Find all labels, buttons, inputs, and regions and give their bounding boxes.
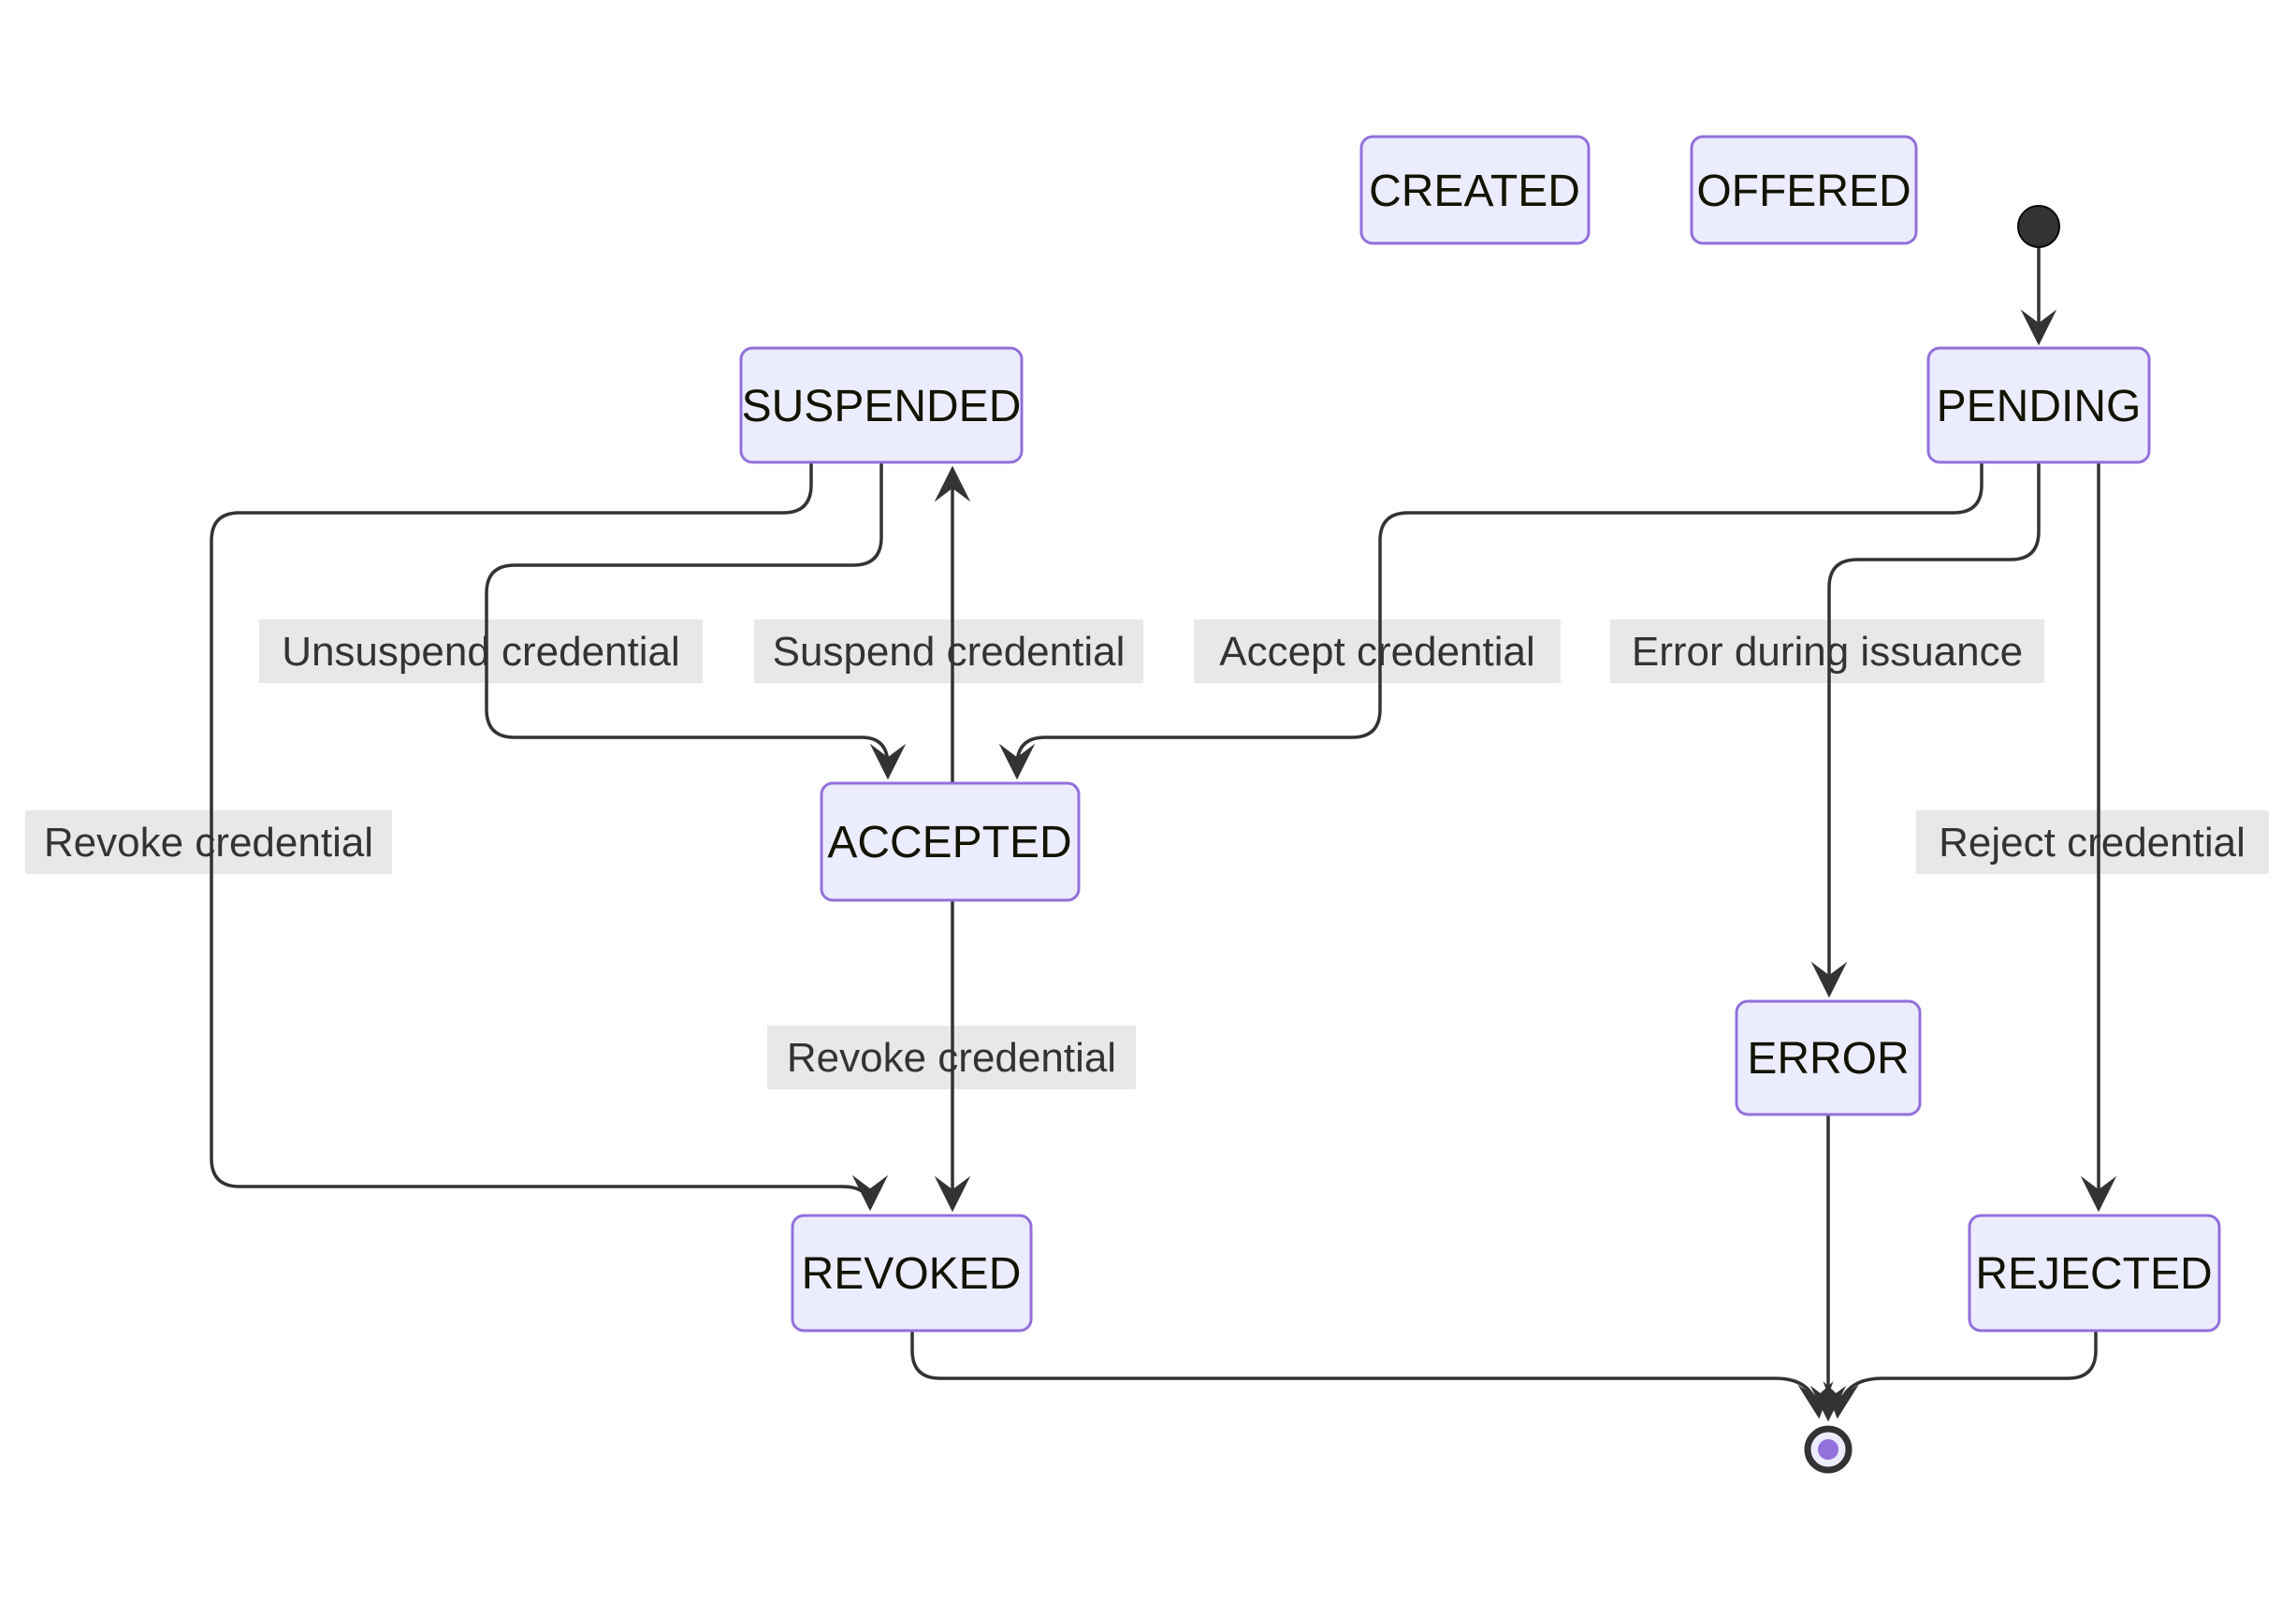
state-revoked-label: REVOKED (802, 1249, 1022, 1299)
state-suspended: SUSPENDED (739, 346, 1024, 464)
state-rejected: REJECTED (1968, 1214, 2221, 1333)
state-offered-box (1690, 135, 1918, 245)
state-created: CREATED (1359, 135, 1591, 245)
state-pending: PENDING (1926, 346, 2151, 464)
edge-label-error-issuance: Error during issuance (1632, 629, 2023, 675)
state-offered: OFFERED (1690, 135, 1918, 245)
state-error-label: ERROR (1747, 1034, 1909, 1084)
edge-label-revoke-left: Revoke credential (44, 820, 373, 866)
edge-pending-to-accepted (998, 462, 1984, 780)
final-state-core (1818, 1439, 1838, 1460)
state-error: ERROR (1735, 999, 1922, 1116)
edge-labels: Unsuspend credential Suspend credential … (44, 629, 2245, 1081)
state-rejected-label: REJECTED (1975, 1249, 2212, 1299)
edge-suspended-to-accepted (485, 462, 907, 780)
label-bg-reject (1916, 810, 2269, 874)
state-offered-label: OFFERED (1696, 167, 1911, 216)
final-state-icon (1804, 1425, 1853, 1474)
edge-label-backgrounds (25, 619, 2269, 1089)
state-accepted: ACCEPTED (820, 781, 1081, 902)
label-bg-unsuspend (259, 619, 703, 683)
label-bg-revoke-left (25, 810, 392, 874)
edges (210, 245, 2117, 1422)
edge-rejected-to-final (1823, 1331, 2098, 1420)
edge-revoked-to-final (910, 1331, 1834, 1420)
edge-label-reject: Reject credential (1939, 820, 2245, 866)
edge-suspended-to-revoked (210, 462, 889, 1212)
state-suspended-label: SUSPENDED (742, 382, 1022, 431)
state-revoked: REVOKED (791, 1214, 1033, 1333)
state-suspended-box (739, 346, 1024, 464)
state-pending-box (1926, 346, 2151, 464)
state-error-box (1735, 999, 1922, 1116)
label-bg-accept (1194, 619, 1561, 683)
state-accepted-label: ACCEPTED (827, 818, 1071, 867)
state-created-label: CREATED (1369, 167, 1580, 216)
label-bg-suspend (754, 619, 1143, 683)
edge-label-unsuspend: Unsuspend credential (282, 629, 680, 675)
initial-state-icon (2017, 205, 2060, 248)
state-pending-label: PENDING (1937, 382, 2142, 431)
edge-label-revoke-center: Revoke credential (787, 1035, 1116, 1081)
state-revoked-box (791, 1214, 1033, 1333)
edge-pending-to-error (1810, 462, 2041, 998)
state-accepted-box (820, 781, 1081, 902)
state-rejected-box (1968, 1214, 2221, 1333)
edge-label-suspend: Suspend credential (773, 629, 1126, 675)
state-created-box (1359, 135, 1591, 245)
edge-label-accept: Accept credential (1219, 629, 1535, 675)
label-bg-error-issuance (1610, 619, 2044, 683)
